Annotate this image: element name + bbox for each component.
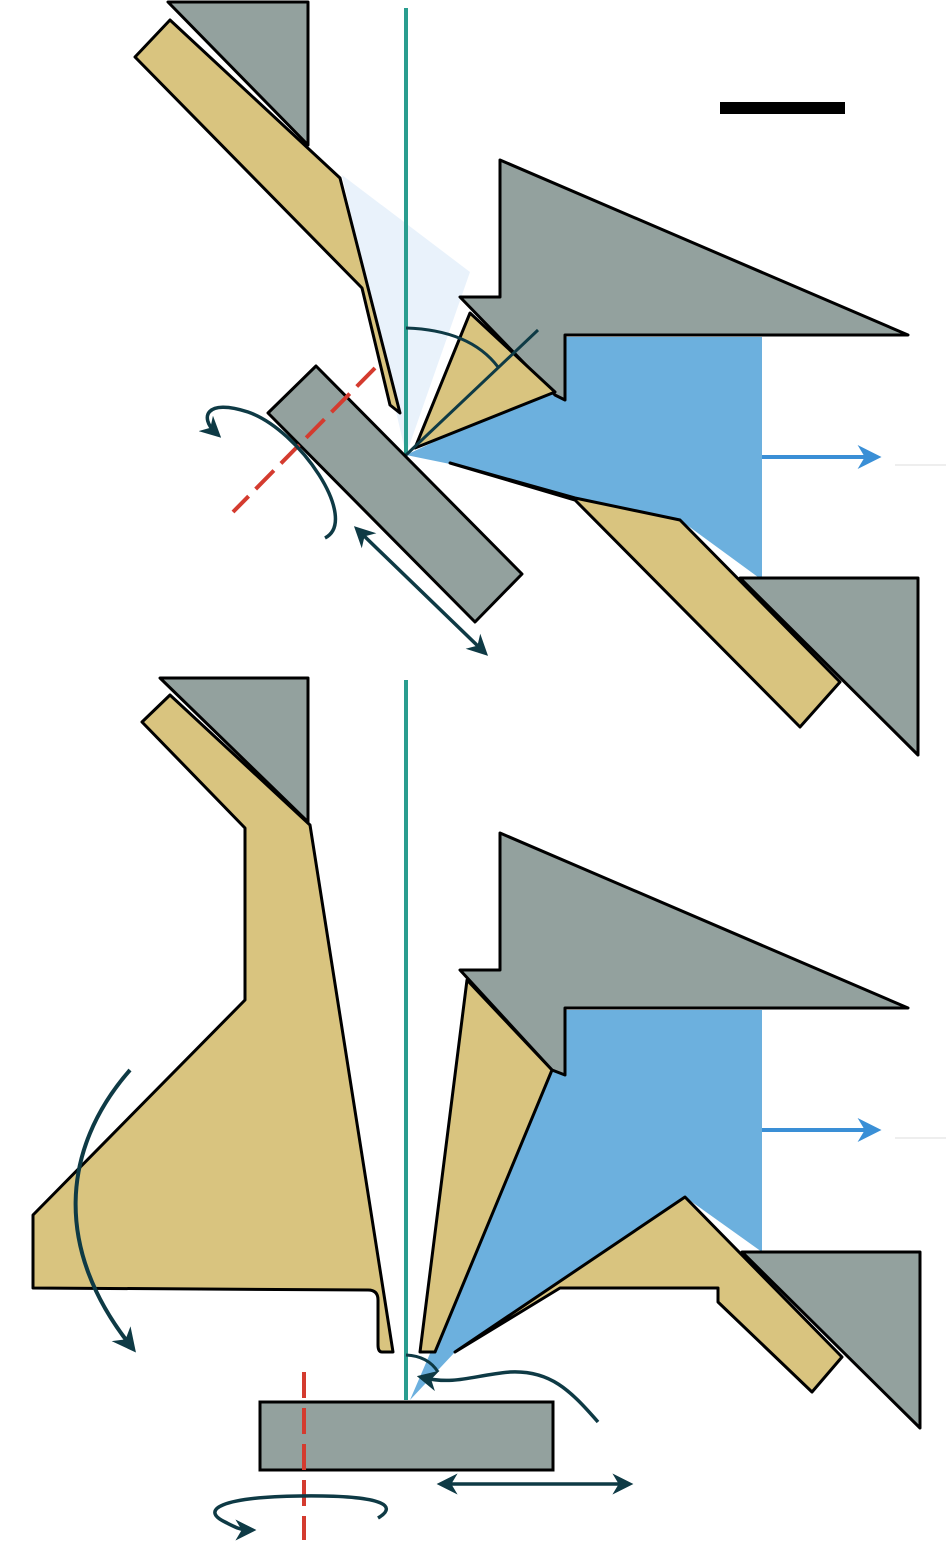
scale-bar [720,102,845,114]
bottom-angle-arc [405,1353,440,1373]
bottom-lower-right-housing [740,1250,922,1430]
bottom-rotation-arrow-icon [213,1494,389,1541]
top-left-housing [166,0,310,147]
bottom-sample [258,1400,555,1472]
top-rotation-axis [231,366,377,514]
bottom-cone-optic [418,978,554,1354]
top-left-optic [133,18,402,415]
top-lower-right-optic [448,461,842,729]
top-lower-right-housing [738,576,920,757]
bottom-left-optic [31,693,395,1354]
top-rotation-arrow-icon [198,405,338,540]
bottom-tilt-arrow-icon [73,1068,136,1353]
bottom-panel [31,676,946,1541]
top-upper-right-housing [458,158,910,402]
top-sample-normal [404,328,540,457]
top-translation-arrow-icon [353,526,489,656]
top-panel [133,0,946,757]
bottom-beam [410,1010,762,1400]
bottom-upper-right-housing [458,831,910,1077]
bottom-curved-arrow-icon [416,1370,600,1424]
bottom-left-housing [158,676,310,824]
top-beam [406,337,762,580]
top-angle-arc [405,326,500,368]
bottom-lower-right-optic [453,1195,844,1394]
